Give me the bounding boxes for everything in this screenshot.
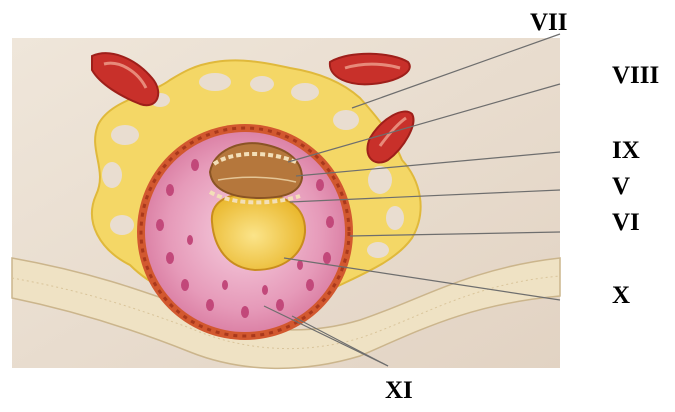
label-ix: IX <box>612 138 640 163</box>
label-xi: XI <box>385 378 413 403</box>
label-v: V <box>612 174 630 199</box>
label-vi: VI <box>612 210 640 235</box>
label-x: X <box>612 283 630 308</box>
label-viii: VIII <box>612 63 659 88</box>
label-vii: VII <box>530 10 568 35</box>
